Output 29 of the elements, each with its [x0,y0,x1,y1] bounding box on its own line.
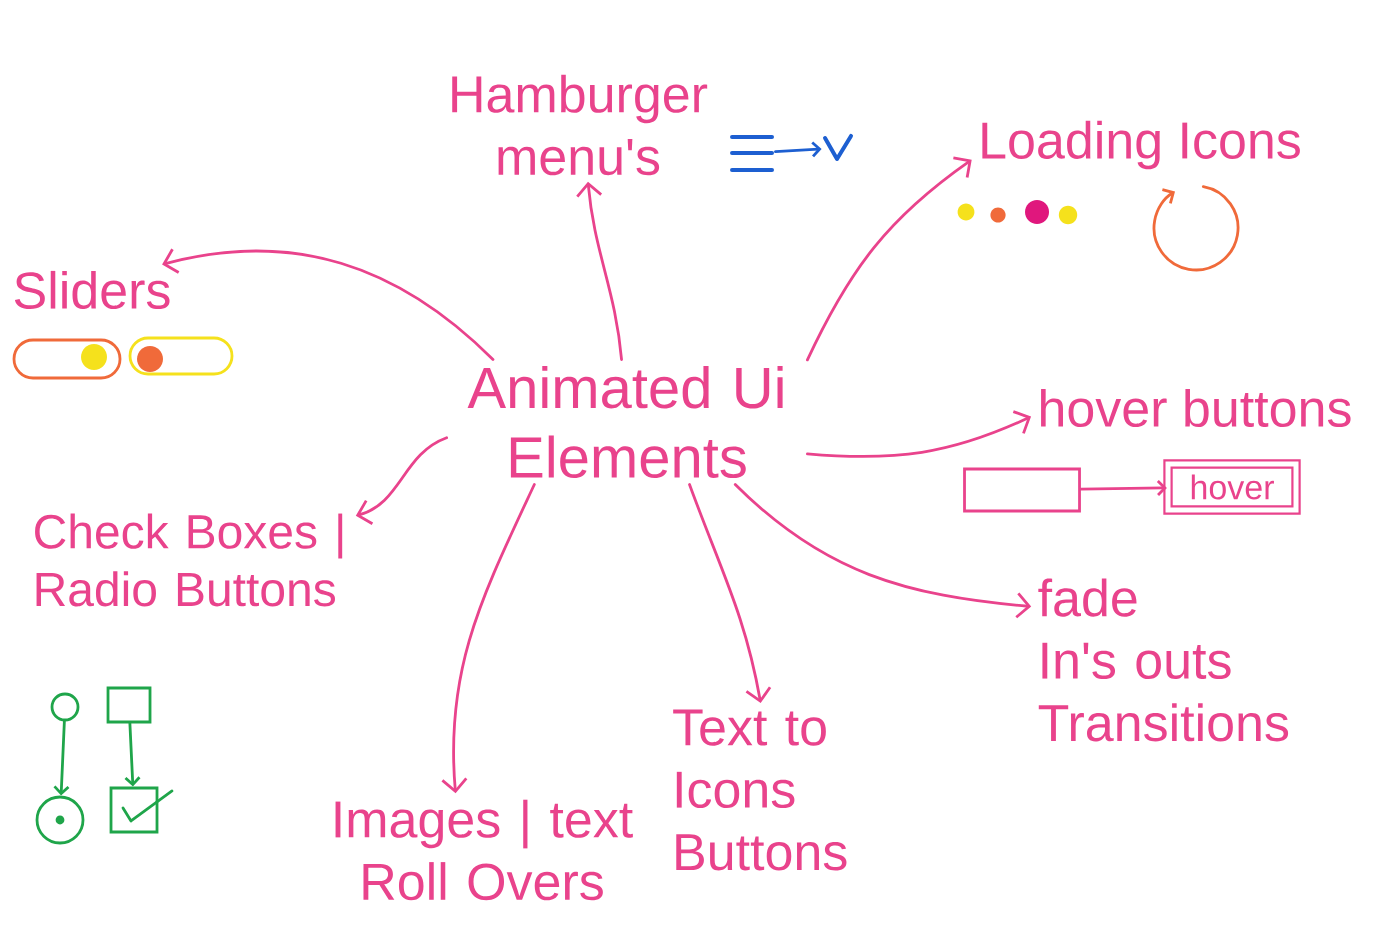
arrow [576,181,623,361]
arrow [162,248,495,361]
chevron-icon [823,134,853,161]
arrow [124,722,141,787]
hamburger-icon [730,135,774,172]
arrow [688,483,772,704]
hover-button: hover [1163,459,1301,515]
central-topic: Animated Ui Elements [467,365,783,479]
arrow [733,483,1032,619]
plain-button [963,467,1081,513]
branch-topic: fade In's outs Transitions [1038,578,1289,742]
checkbox [106,686,152,724]
arrow [355,436,448,525]
arrow [774,141,822,158]
arrow [806,410,1032,458]
arrow [441,483,536,794]
arrow [806,156,972,362]
branch-topic: Images | text Roll Overs [335,799,633,901]
branch-topic: hover buttons [1041,388,1351,428]
branch-topic: Check Boxes | Radio Buttons [35,513,343,607]
checkbox [109,786,174,834]
radio-button [50,692,80,722]
branch-topic: Hamburger menu's [452,74,708,176]
arrow [53,719,70,796]
arrow [1079,480,1167,496]
branch-topic: Sliders [14,270,170,310]
radio-button [35,795,85,845]
branch-topic: Loading Icons [982,120,1300,170]
branch-topic: Text to Icons Buttons [673,709,847,871]
